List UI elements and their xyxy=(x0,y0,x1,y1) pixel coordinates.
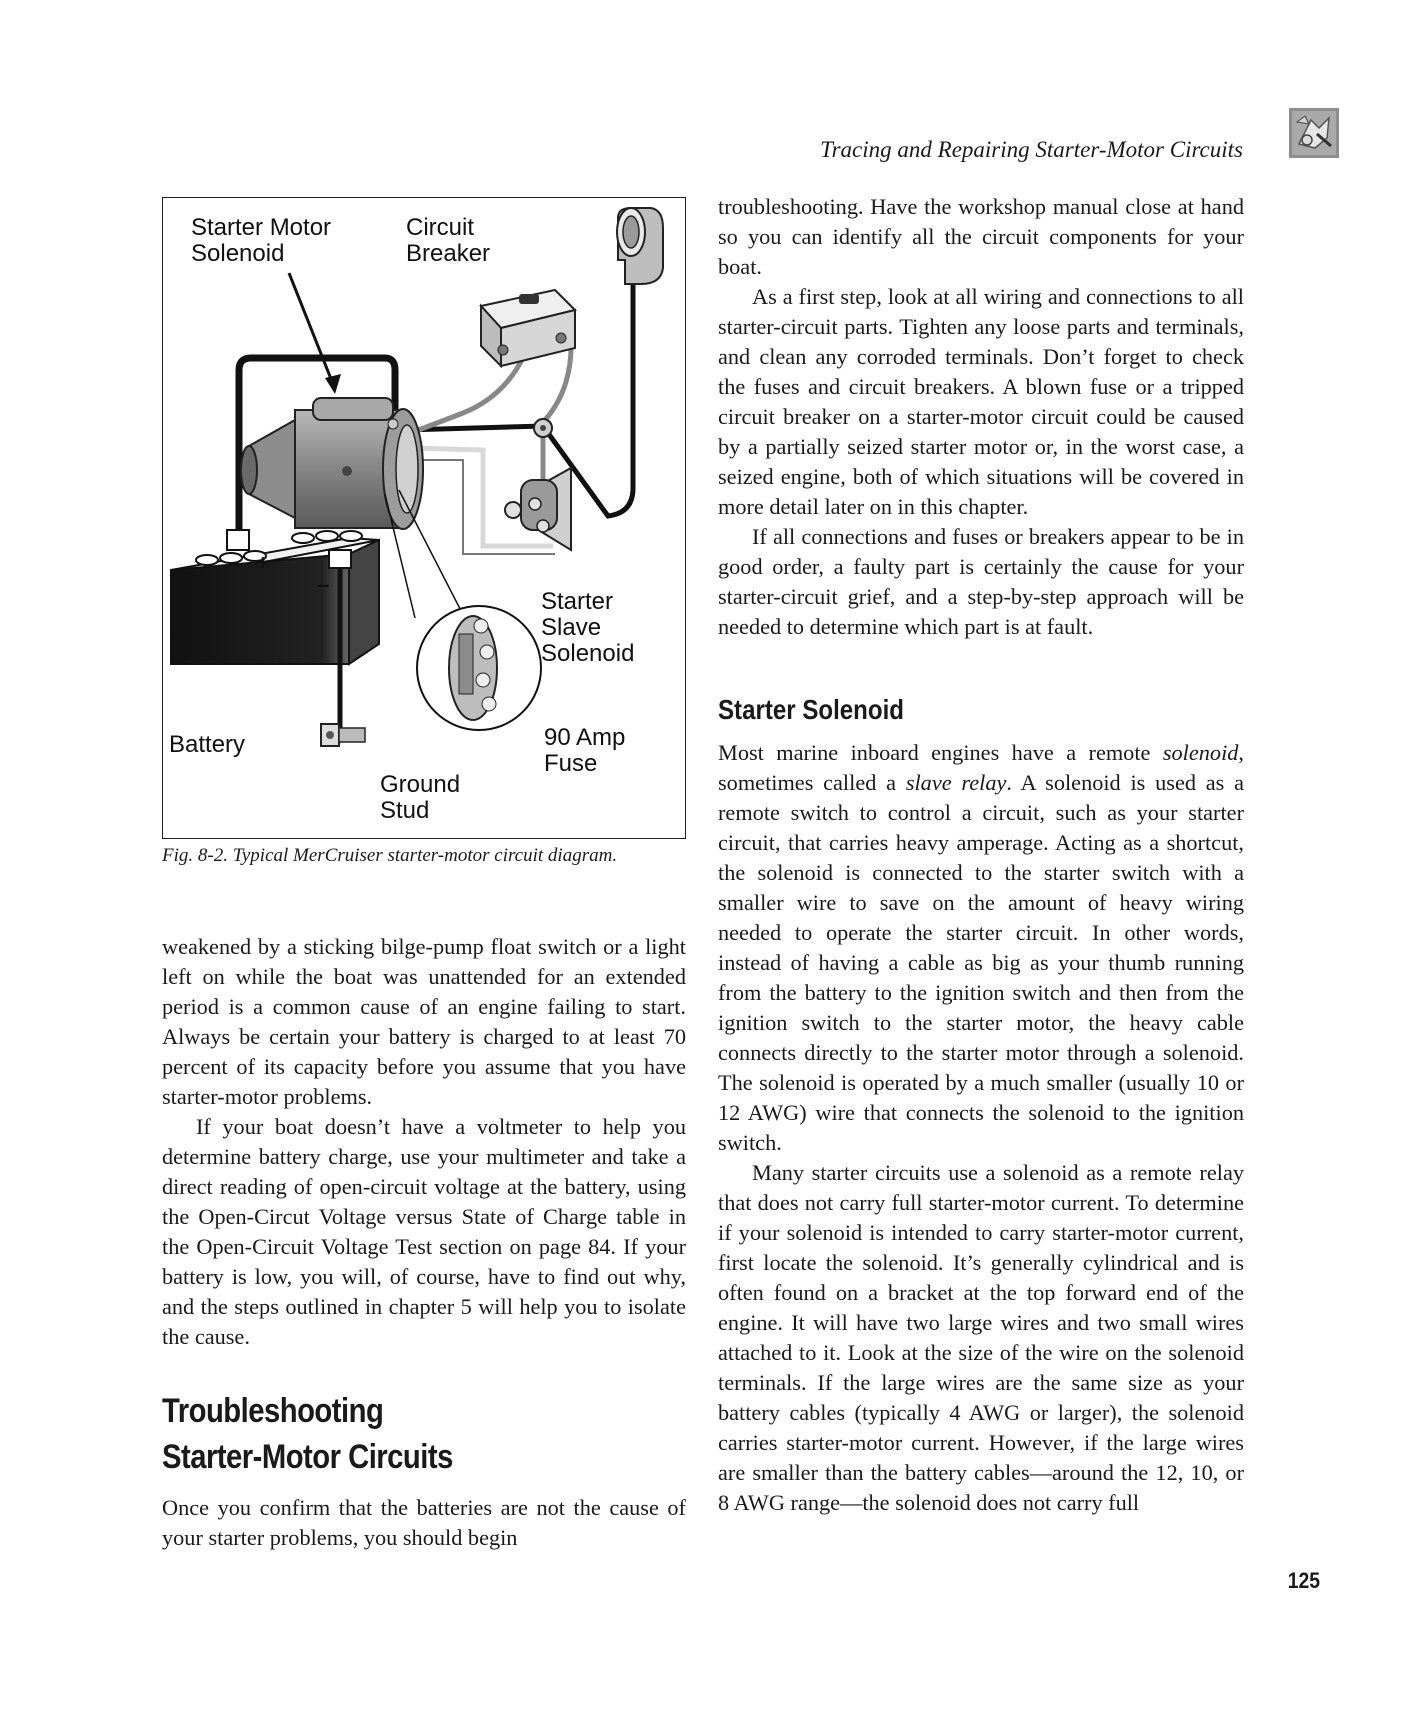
circuit-diagram-drawing: + – xyxy=(170,207,664,747)
right-column-lower: Most marine inboard engines have a remot… xyxy=(718,738,1244,1518)
circuit-breaker-device xyxy=(479,288,577,369)
label-battery: Battery xyxy=(169,731,246,758)
battery-device xyxy=(170,529,380,666)
paragraph: troubleshooting. Have the workshop manua… xyxy=(718,194,1244,279)
chapter-tab-icon xyxy=(1289,108,1339,158)
paragraph: If all connections and fuses or breakers… xyxy=(718,524,1244,639)
paragraph: Many starter circuits use a solenoid as … xyxy=(718,1160,1244,1515)
text-run: , sometimes called a xyxy=(718,740,1244,795)
text-run: . A solenoid is used as a remote switch … xyxy=(718,770,1245,1155)
label-starter-slave-solenoid: Starter Slave Solenoid xyxy=(541,588,635,667)
harness-plug xyxy=(616,207,664,285)
paragraph: weakened by a sticking bilge-pump float … xyxy=(162,934,686,1109)
figure-caption: Fig. 8-2. Typical MerCruiser starter-mot… xyxy=(162,845,618,866)
paragraph: As a first step, look at all wiring and … xyxy=(718,284,1244,519)
section-heading: Troubleshooting Starter-Motor Circuits xyxy=(162,1388,626,1480)
left-column-lower: Once you confirm that the batteries are … xyxy=(162,1493,686,1553)
paragraph: Once you confirm that the batteries are … xyxy=(162,1495,686,1550)
section-heading-text: Troubleshooting Starter-Motor Circuits xyxy=(162,1392,453,1476)
label-circuit-breaker: Circuit Breaker xyxy=(406,214,491,267)
ground-stud-device xyxy=(320,723,366,747)
slave-solenoid-device xyxy=(504,466,572,552)
subsection-heading: Starter Solenoid xyxy=(718,694,904,725)
right-column-upper: troubleshooting. Have the workshop manua… xyxy=(718,192,1244,642)
left-column-upper: weakened by a sticking bilge-pump float … xyxy=(162,932,686,1352)
fuse-device xyxy=(448,615,498,721)
emphasis-term: solenoid xyxy=(1162,740,1239,765)
running-head: Tracing and Repairing Starter-Motor Circ… xyxy=(820,137,1243,162)
paragraph: Most marine inboard engines have a remot… xyxy=(718,738,1244,1158)
circuit-diagram-figure: + – Starter Motor Solenoid Circuit Break… xyxy=(162,197,686,839)
positive-terminal-label: + xyxy=(257,552,269,574)
page-number: 125 xyxy=(1287,1568,1320,1593)
emphasis-term: slave relay xyxy=(905,770,1007,795)
text-run: Most marine inboard engines have a remot… xyxy=(718,740,1163,765)
label-90-amp-fuse: 90 Amp Fuse xyxy=(544,724,626,777)
starter-motor xyxy=(240,397,424,530)
label-ground-stud: Ground Stud xyxy=(380,771,461,824)
paragraph: If your boat doesn’t have a voltmeter to… xyxy=(162,1114,686,1349)
label-starter-motor-solenoid: Starter Motor Solenoid xyxy=(191,214,332,267)
negative-terminal-label: – xyxy=(317,572,329,597)
